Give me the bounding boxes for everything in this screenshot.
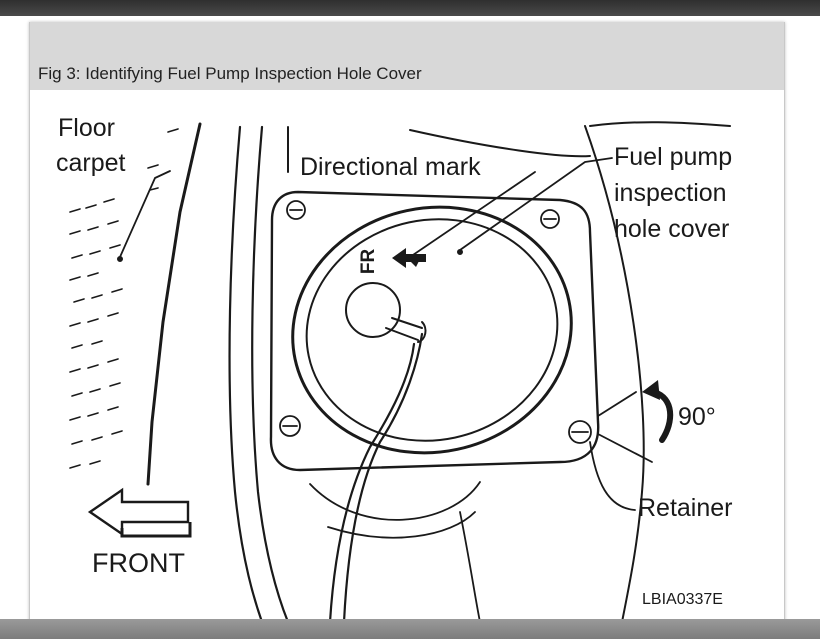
angle-label: 90° — [678, 403, 716, 431]
fr-mark-label: FR — [358, 248, 380, 275]
direction-arrow-icon — [392, 248, 426, 268]
panel-curve-right — [251, 125, 290, 622]
directional-mark-leader — [409, 171, 536, 258]
figure-code-label: LBIA0337E — [642, 591, 723, 608]
fuel-pump-leader — [459, 157, 613, 251]
floor-carpet-label-line2: carpet — [56, 149, 126, 177]
fuel-pump-label-line1: Fuel pump — [614, 143, 733, 171]
caption-bar: Fig 3: Identifying Fuel Pump Inspection … — [30, 22, 784, 90]
carpet-edge-line — [146, 122, 202, 486]
tool-shaft — [385, 317, 423, 341]
carpet-texture — [69, 128, 179, 469]
tool-handle — [342, 332, 424, 622]
fuel-pump-diagram — [69, 121, 731, 622]
figure-caption: Fig 3: Identifying Fuel Pump Inspection … — [38, 64, 422, 83]
fuel-pump-label-line3: hole cover — [614, 215, 730, 243]
window-top-bar — [0, 0, 820, 16]
rotation-guide-lines — [597, 391, 653, 463]
fuel-pump-label-line2: inspection — [614, 179, 727, 207]
floor-carpet-leader — [119, 170, 171, 258]
mounting-plate — [269, 190, 600, 472]
panel-curve-left — [228, 125, 264, 622]
cover-outer-ring — [291, 205, 573, 455]
center-hub — [345, 282, 401, 338]
front-label: FRONT — [92, 548, 185, 578]
floor-carpet-label-line1: Floor — [58, 114, 115, 142]
window-bottom-bar — [0, 619, 820, 639]
front-arrow-icon — [87, 487, 190, 537]
figure-frame: Fig 3: Identifying Fuel Pump Inspection … — [29, 22, 785, 622]
directional-mark-label: Directional mark — [300, 153, 481, 181]
plate-bolts — [279, 200, 592, 444]
retainer-label: Retainer — [638, 494, 733, 522]
retainer-leader — [589, 441, 636, 511]
cover-inner-ring — [305, 218, 559, 442]
rotation-arrow-icon — [642, 380, 674, 443]
